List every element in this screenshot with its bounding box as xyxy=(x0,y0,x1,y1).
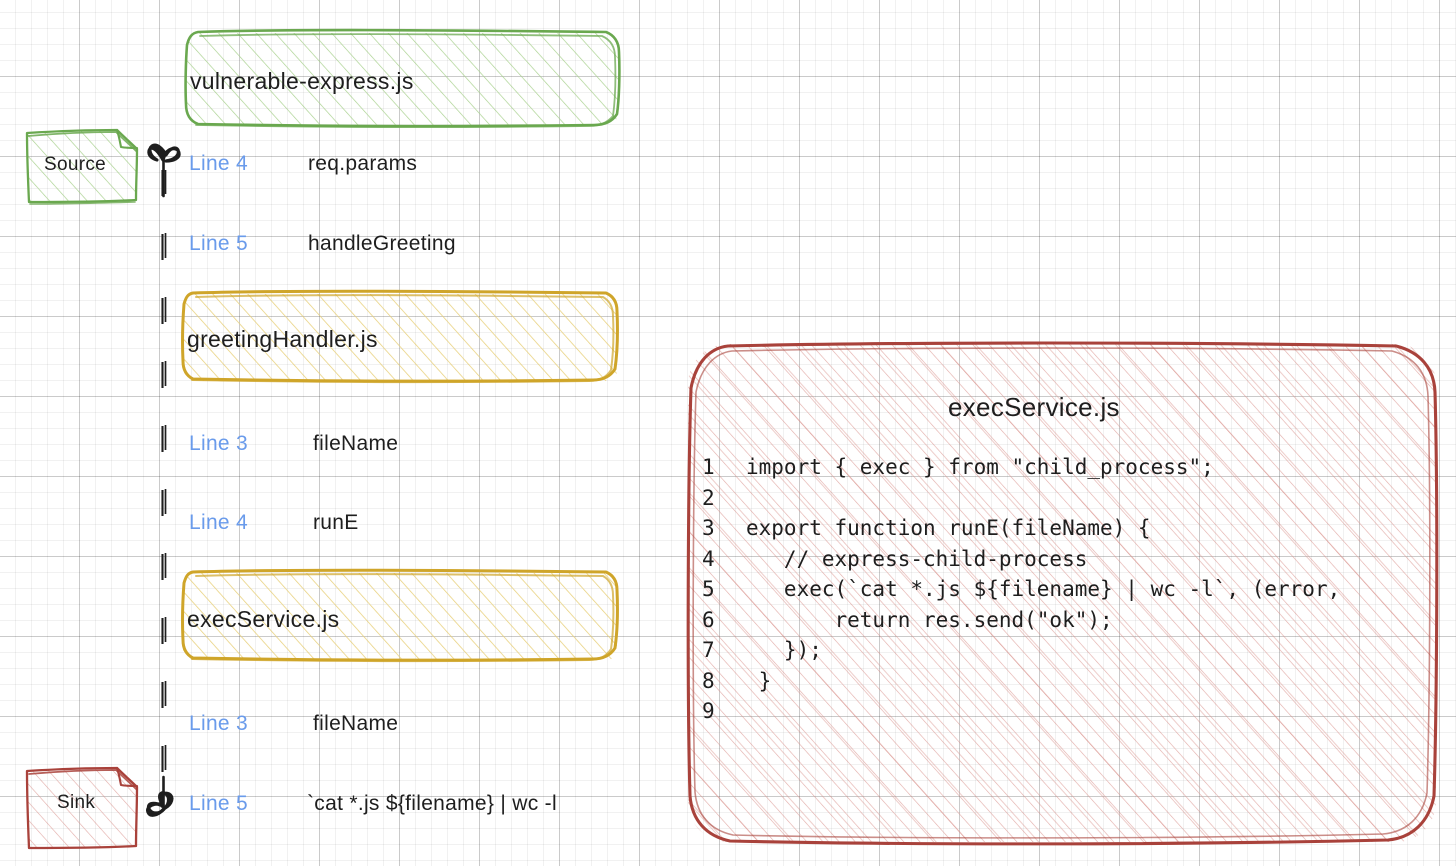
source-node-label: Source xyxy=(44,154,107,175)
file-box-label-2: execService.js xyxy=(187,606,340,632)
code-gutter: 1 2 3 4 5 6 7 8 9 xyxy=(702,455,715,723)
step-symbol-4: fileName xyxy=(313,712,399,735)
step-symbol-2: fileName xyxy=(313,432,399,455)
file-box-label-0: vulnerable-express.js xyxy=(190,68,414,94)
sink-node-label: Sink xyxy=(57,792,96,813)
file-box-label-1: greetingHandler.js xyxy=(187,326,378,352)
step-symbol-3: runE xyxy=(313,511,359,534)
code-panel-title: execService.js xyxy=(948,392,1120,422)
step-line-1: Line 5 xyxy=(189,232,249,255)
step-line-4: Line 3 xyxy=(189,712,249,735)
step-symbol-0: req.params xyxy=(308,152,418,175)
step-symbol-1: handleGreeting xyxy=(308,232,456,255)
step-symbol-5: `cat *.js ${filename} | wc -l xyxy=(307,792,557,815)
step-line-2: Line 3 xyxy=(189,432,249,455)
step-line-5: Line 5 xyxy=(189,792,249,815)
step-line-0: Line 4 xyxy=(189,152,249,175)
code-body: import { exec } from "child_process"; ex… xyxy=(746,455,1341,693)
step-line-3: Line 4 xyxy=(189,511,249,534)
